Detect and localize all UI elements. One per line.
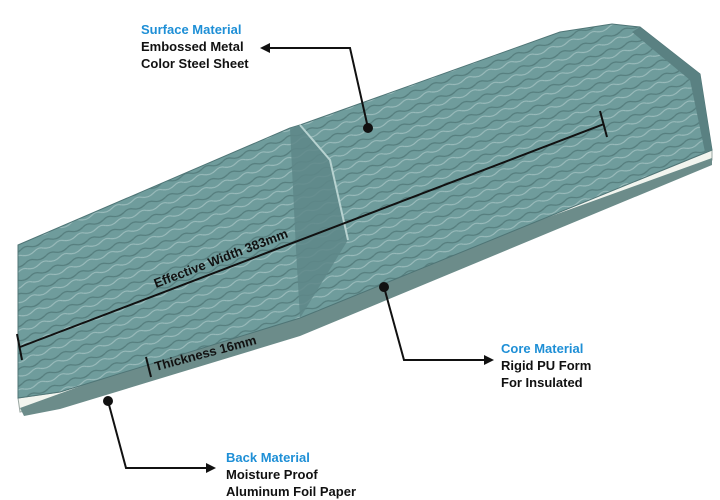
panel-tongue bbox=[632, 27, 712, 152]
back-material-callout: Back Material Moisture Proof Aluminum Fo… bbox=[226, 449, 356, 500]
surface-layer bbox=[17, 23, 713, 399]
core-material-line2: For Insulated bbox=[501, 375, 583, 390]
surface-leader bbox=[260, 43, 373, 133]
core-material-callout: Core Material Rigid PU Form For Insulate… bbox=[501, 340, 591, 391]
core-material-heading: Core Material bbox=[501, 341, 584, 356]
steel-panel bbox=[17, 23, 713, 416]
panel-ridge bbox=[290, 125, 348, 318]
surface-material-heading: Surface Material bbox=[141, 22, 242, 37]
back-material-line1: Moisture Proof bbox=[226, 467, 318, 482]
surface-material-line2: Color Steel Sheet bbox=[141, 56, 249, 71]
panel-ridge-highlight bbox=[299, 124, 349, 241]
core-leader bbox=[379, 282, 494, 365]
surface-material-line1: Embossed Metal bbox=[141, 39, 244, 54]
core-material-line1: Rigid PU Form bbox=[501, 358, 592, 373]
back-leader bbox=[103, 396, 216, 473]
back-material-heading: Back Material bbox=[226, 450, 310, 465]
back-material-line2: Aluminum Foil Paper bbox=[226, 484, 357, 499]
surface-material-callout: Surface Material Embossed Metal Color St… bbox=[141, 21, 249, 72]
